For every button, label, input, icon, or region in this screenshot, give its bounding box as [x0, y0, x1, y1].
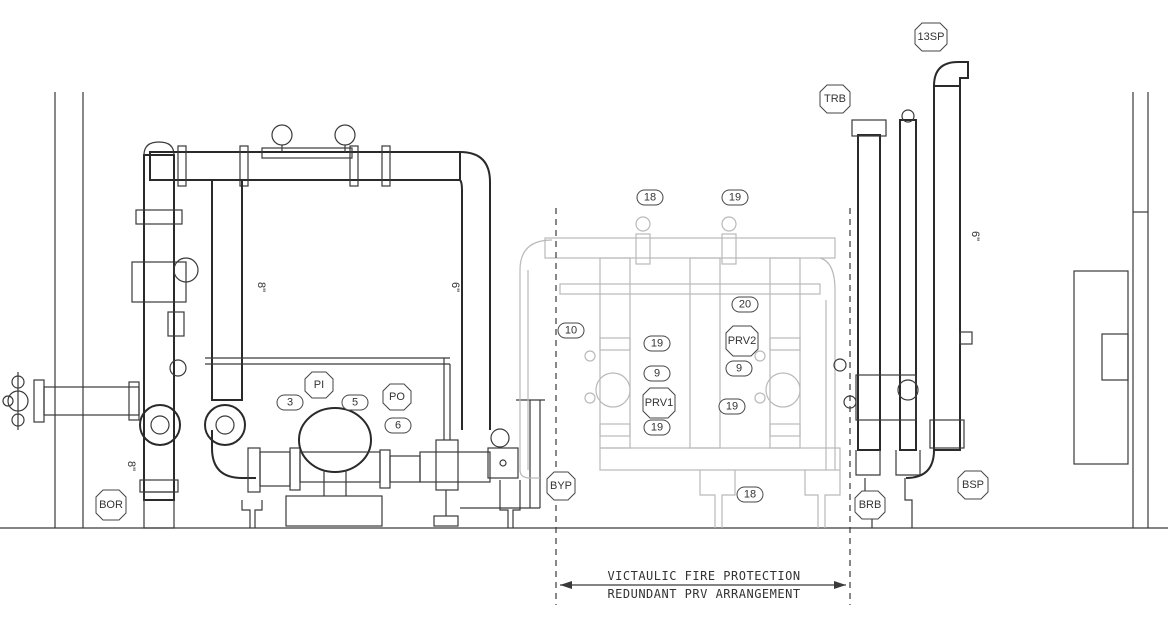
pump-suction-drop — [205, 179, 451, 440]
discharge-assembly — [241, 399, 545, 528]
gate-valves — [139, 404, 246, 446]
svg-text:BRB: BRB — [859, 499, 882, 511]
top-header-pipe — [149, 124, 491, 430]
svg-text:PRV2: PRV2 — [728, 335, 757, 347]
tag-byp: BYP — [546, 471, 576, 501]
redundant-prv-station — [519, 216, 841, 528]
size-6-right: 6" — [969, 231, 981, 241]
caption-line-2: REDUNDANT PRV ARRANGEMENT — [607, 587, 800, 601]
svg-text:19: 19 — [651, 422, 663, 434]
tag-bor: BOR — [95, 489, 127, 521]
size-8-left: 8" — [125, 461, 137, 471]
svg-text:20: 20 — [739, 299, 751, 311]
tag-brb: BRB — [854, 490, 886, 520]
svg-text:9: 9 — [736, 363, 742, 375]
caption-line-1: VICTAULIC FIRE PROTECTION — [607, 569, 800, 583]
svg-text:19: 19 — [651, 338, 663, 350]
tag-prv2: PRV2 — [725, 325, 759, 357]
size-6-riser: 6" — [449, 282, 461, 292]
svg-text:TRB: TRB — [824, 93, 846, 105]
callout-19-b: 19 — [643, 419, 671, 436]
svg-text:19: 19 — [726, 401, 738, 413]
tag-prv1: PRV1 — [642, 387, 676, 419]
callout-6: 6 — [384, 417, 412, 434]
svg-text:9: 9 — [654, 368, 660, 380]
fire-pump — [211, 407, 421, 527]
svg-text:BSP: BSP — [962, 479, 984, 491]
tag-13sp: 13SP — [914, 22, 948, 52]
svg-text:10: 10 — [565, 325, 577, 337]
building-outline — [0, 92, 1168, 529]
svg-text:18: 18 — [744, 489, 756, 501]
tag-trb: TRB — [819, 84, 851, 114]
callout-9-b: 9 — [725, 360, 753, 377]
callout-19-top: 19 — [721, 189, 749, 206]
callout-18-bottom: 18 — [736, 486, 764, 503]
callout-19-c: 19 — [718, 398, 746, 415]
tag-bsp: BSP — [957, 470, 989, 500]
svg-text:PRV1: PRV1 — [645, 397, 674, 409]
callout-10: 10 — [557, 322, 585, 339]
svg-text:18: 18 — [644, 192, 656, 204]
callout-19-a: 19 — [643, 335, 671, 352]
svg-text:19: 19 — [729, 192, 741, 204]
svg-text:13SP: 13SP — [918, 31, 945, 43]
inlet-connection — [2, 372, 140, 430]
callout-20: 20 — [731, 296, 759, 313]
right-risers — [833, 61, 973, 528]
callout-5: 5 — [341, 394, 369, 411]
tag-pi: PI — [304, 371, 334, 399]
callout-3: 3 — [276, 394, 304, 411]
svg-text:6: 6 — [395, 420, 401, 432]
svg-text:5: 5 — [352, 397, 358, 409]
svg-text:3: 3 — [287, 397, 293, 409]
callout-18-top: 18 — [636, 189, 664, 206]
callout-9-a: 9 — [643, 365, 671, 382]
size-8-main: 8" — [255, 282, 267, 292]
svg-text:PI: PI — [314, 379, 324, 391]
tag-po: PO — [382, 383, 412, 411]
scope-boundary — [555, 208, 851, 605]
svg-text:BYP: BYP — [550, 480, 572, 492]
svg-text:PO: PO — [389, 391, 405, 403]
main-riser-left — [131, 141, 199, 529]
svg-text:BOR: BOR — [99, 499, 123, 511]
